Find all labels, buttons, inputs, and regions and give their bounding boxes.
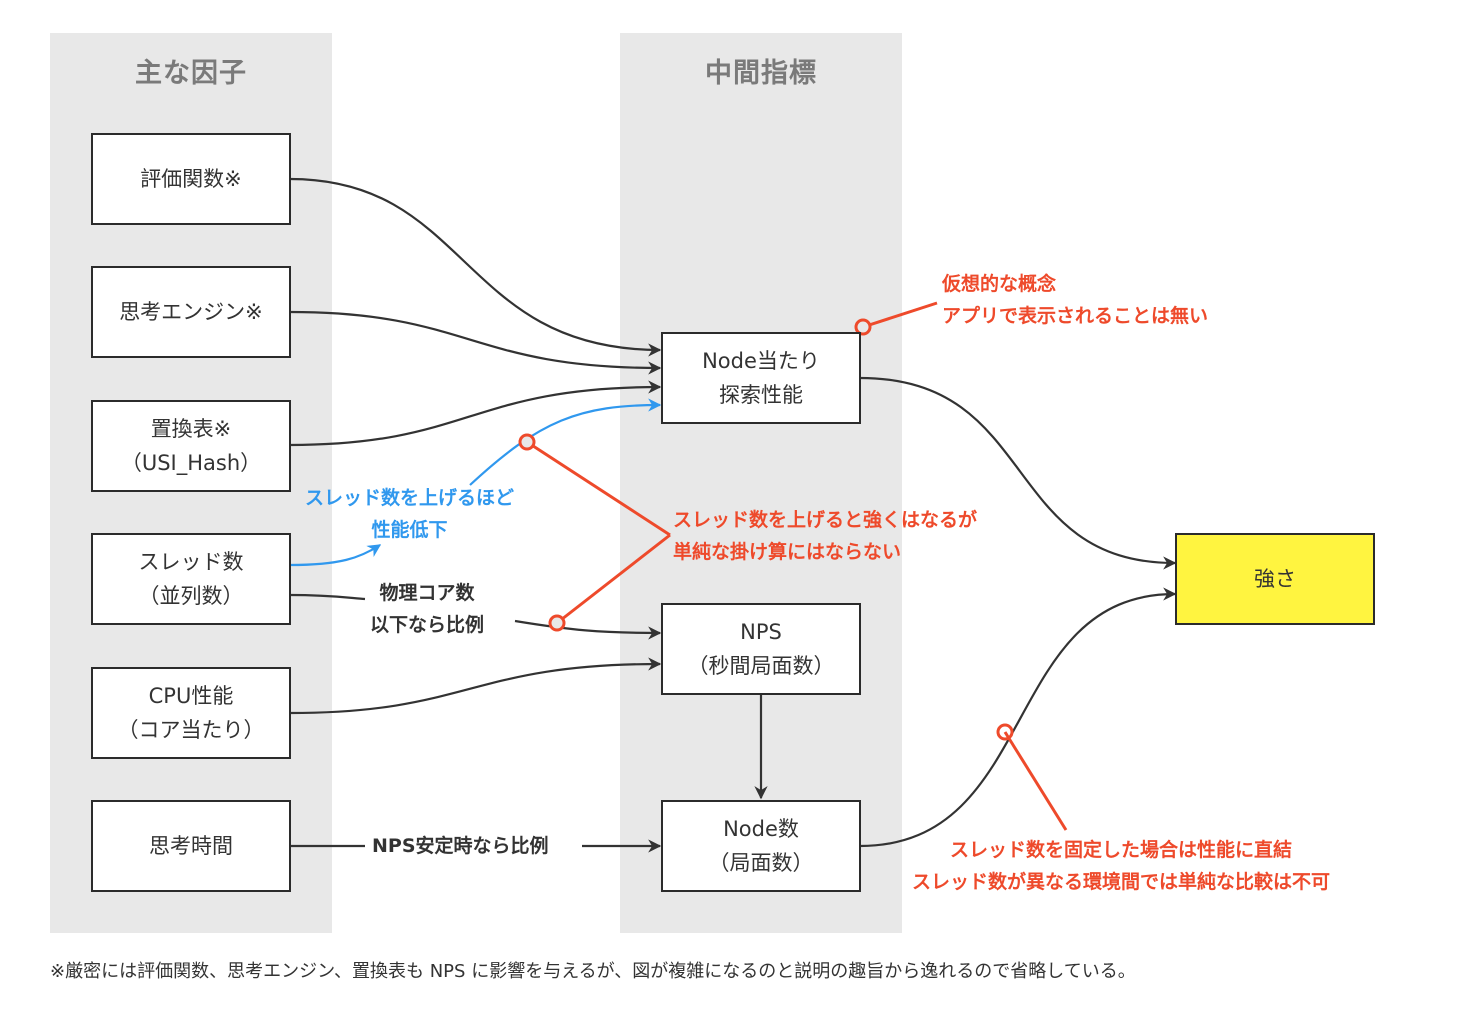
edge-label-threads-cores: 物理コア数 以下なら比例 [370, 577, 484, 641]
edge-threads-to-per-node-blue-upper [469, 398, 662, 486]
intermediate-node-nps[interactable]: NPS （秒間局面数） [661, 603, 861, 695]
factor-node-engine[interactable]: 思考エンジン※ [91, 266, 291, 358]
nps-sublabel: （秒間局面数） [687, 654, 835, 678]
annotation-virtual-concept: 仮想的な概念 アプリで表示されることは無い [942, 268, 1208, 332]
nodes-sublabel: （局面数） [708, 851, 814, 875]
footnote: ※厳密には評価関数、思考エンジン、置換表も NPS に影響を与えるが、図が複雑に… [50, 961, 1136, 982]
factor-threads-sublabel: （並列数） [138, 584, 244, 608]
edge-label-threads-degrade-line1: スレッド数を上げるほど [305, 487, 515, 509]
factor-eval-label: 評価関数※ [140, 167, 242, 191]
factor-threads-label: スレッド数 [138, 550, 244, 574]
annotation-dot-threads-cores [548, 614, 566, 632]
annotation-dot-fixed [996, 723, 1014, 741]
lane-title-factors: 主な因子 [135, 58, 247, 89]
edge-hash-to-per-node [289, 380, 662, 447]
edge-threads-to-nps-right [514, 619, 662, 640]
edge-label-threads-degrade-line2: 性能低下 [371, 519, 448, 541]
factor-node-cpu[interactable]: CPU性能 （コア当たり） [91, 667, 291, 759]
annotation-threads-line2: 単純な掛け算にはならない [673, 541, 902, 563]
annotation-line-threads-lower [556, 533, 671, 625]
edge-label-threads-cores-line2: 以下なら比例 [370, 614, 485, 636]
annotation-virtual-concept-line1: 仮想的な概念 [942, 273, 1057, 295]
edge-label-threads-degrade: スレッド数を上げるほど 性能低下 [305, 482, 514, 546]
factor-time-label: 思考時間 [149, 834, 233, 858]
edge-label-threads-cores-line1: 物理コア数 [379, 582, 475, 604]
factor-hash-label: 置換表※ [150, 417, 232, 441]
annotation-fixed-threads: スレッド数を固定した場合は性能に直結 スレッド数が異なる環境間では単純な比較は不… [912, 834, 1330, 898]
annotation-threads-not-multiplicative: スレッド数を上げると強くはなるが 単純な掛け算にはならない [673, 504, 977, 568]
result-node-strength[interactable]: 強さ [1175, 533, 1375, 625]
edge-threads-to-nps-left [289, 593, 366, 601]
intermediate-node-nodes[interactable]: Node数 （局面数） [661, 800, 861, 892]
edge-engine-to-per-node [289, 310, 662, 375]
factor-cpu-label: CPU性能 [148, 684, 234, 708]
edge-threads-to-per-node-blue [289, 544, 382, 567]
factor-hash-sublabel: （USI_Hash） [120, 451, 262, 475]
lane-title-intermediate: 中間指標 [705, 58, 817, 89]
strength-label: 強さ [1254, 567, 1296, 591]
factor-node-time[interactable]: 思考時間 [91, 800, 291, 892]
annotation-virtual-concept-line2: アプリで表示されることは無い [942, 305, 1209, 327]
factor-node-eval[interactable]: 評価関数※ [91, 133, 291, 225]
annotation-line-fixed [1003, 731, 1068, 831]
factor-node-threads[interactable]: スレッド数 （並列数） [91, 533, 291, 625]
annotation-line-threads-upper [526, 440, 671, 537]
edge-nodes-to-strength [859, 587, 1177, 848]
edge-cpu-to-nps [289, 657, 662, 715]
per-node-label: Node当たり [702, 349, 820, 373]
intermediate-node-per-node[interactable]: Node当たり 探索性能 [661, 332, 861, 424]
annotation-line-virtual [862, 301, 938, 329]
nodes-label: Node数 [723, 817, 799, 841]
factor-engine-label: 思考エンジン※ [119, 300, 263, 324]
edge-per-node-to-strength [859, 376, 1177, 570]
annotation-threads-line1: スレッド数を上げると強くはなるが [673, 509, 978, 531]
per-node-sublabel: 探索性能 [719, 383, 803, 407]
factor-cpu-sublabel: （コア当たり） [117, 718, 265, 742]
factor-node-hash[interactable]: 置換表※ （USI_Hash） [91, 400, 291, 492]
annotation-dot-threads-blue [518, 433, 536, 451]
annotation-fixed-line1: スレッド数を固定した場合は性能に直結 [950, 839, 1293, 861]
edge-eval-to-per-node [289, 177, 662, 357]
annotation-dot-virtual [854, 318, 872, 336]
edge-label-time-nps: NPS安定時なら比例 [372, 835, 549, 857]
nps-label: NPS [740, 620, 782, 644]
annotation-fixed-line2: スレッド数が異なる環境間では単純な比較は不可 [912, 871, 1331, 893]
